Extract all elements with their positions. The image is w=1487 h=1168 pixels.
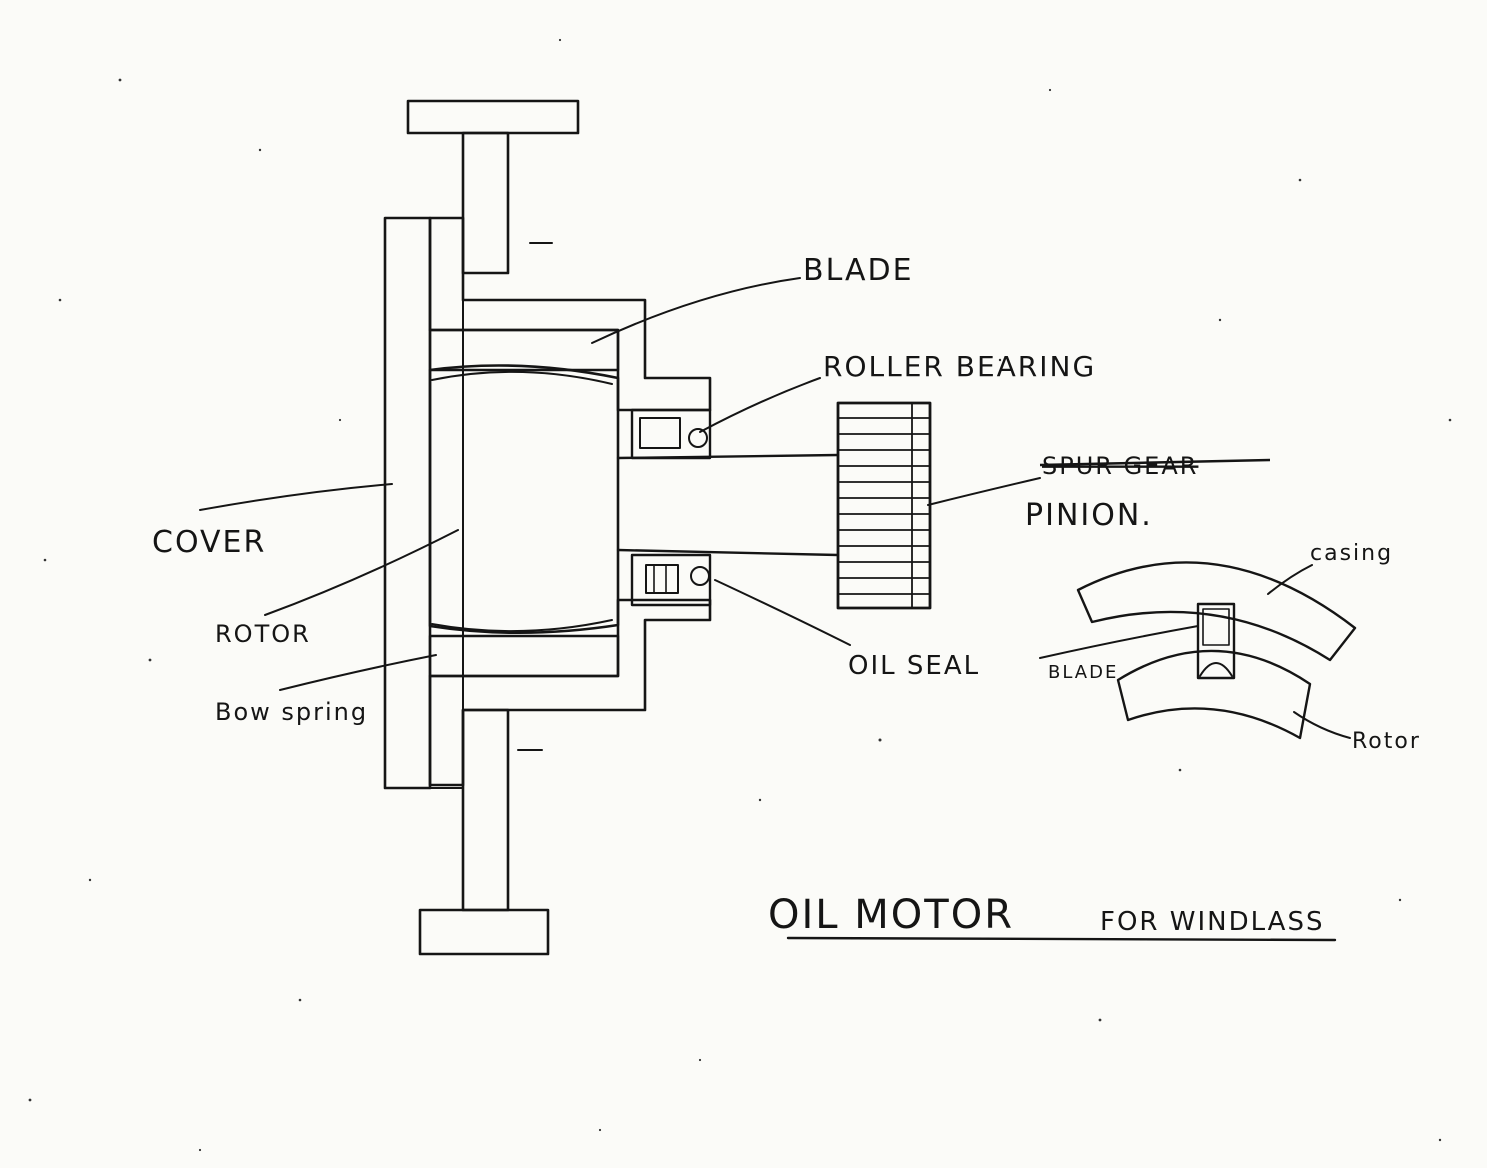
bow-spring-lower xyxy=(431,619,613,633)
label-detail-casing: casing xyxy=(1310,541,1393,566)
diagram-subtitle: FOR WINDLASS xyxy=(1100,907,1324,937)
spur-gear-strikethrough xyxy=(1039,458,1271,467)
paper-specks xyxy=(28,38,1452,1152)
label-bow-spring: Bow spring xyxy=(215,698,368,726)
label-roller-bearing: ROLLER BEARING xyxy=(823,350,1096,383)
cover-inner-strip xyxy=(429,217,464,789)
rotor-body xyxy=(428,364,620,635)
shaft xyxy=(616,453,840,557)
blade-detail-sketch xyxy=(1076,561,1357,740)
label-pinion: PINION. xyxy=(1025,498,1153,533)
label-detail-rotor: Rotor xyxy=(1352,729,1421,754)
pinion-gear xyxy=(836,401,932,610)
diagram-title: OIL MOTOR xyxy=(768,892,1014,938)
blade-upper xyxy=(428,328,620,372)
bow-spring-upper xyxy=(431,370,613,385)
casing-section xyxy=(406,99,712,956)
leader-lines xyxy=(199,277,1351,942)
blade-lower xyxy=(428,634,620,678)
roller-bearing-upper xyxy=(630,408,712,460)
label-oil-seal: OIL SEAL xyxy=(848,651,980,681)
label-rotor: ROTOR xyxy=(215,620,311,648)
roller-bearing-lower xyxy=(630,553,712,607)
label-detail-blade: BLADE xyxy=(1048,662,1118,683)
label-cover: COVER xyxy=(152,525,266,560)
cover-plate xyxy=(383,216,432,790)
label-spur-gear-struck: SPUR GEAR xyxy=(1042,452,1198,480)
label-blade: BLADE xyxy=(803,253,914,288)
